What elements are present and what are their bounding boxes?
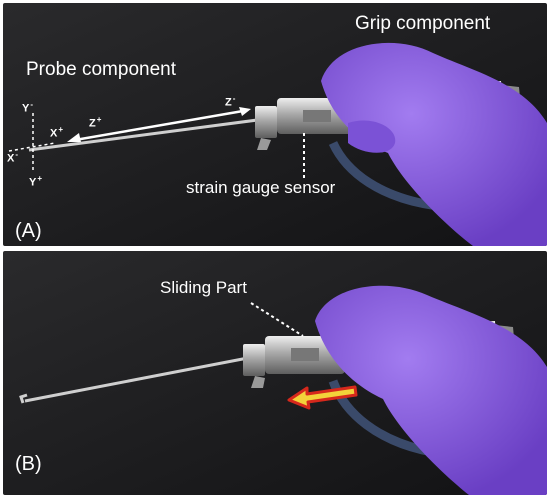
slide-direction-arrow xyxy=(287,385,358,410)
panel-b-tag: (B) xyxy=(15,453,42,475)
panel-a-photo: Probe component Grip component strain ga… xyxy=(3,3,547,246)
axis-z-minus-label: Z- xyxy=(225,94,236,109)
sliding-pointer-line xyxy=(250,302,304,337)
purple-glove xyxy=(315,285,547,495)
panel-a-scene xyxy=(3,3,547,246)
wing-nut xyxy=(257,138,271,150)
sliding-part-label: Sliding Part xyxy=(160,278,247,297)
probe-component-label: Probe component xyxy=(26,59,176,80)
panel-b-photo: Sliding Part (B) xyxy=(3,251,547,495)
axis-z-plus-label: Z+ xyxy=(89,115,102,130)
axis-x-plus-label: X+ xyxy=(50,125,64,140)
probe-rod xyxy=(28,117,266,152)
strain-gauge-sensor-label: strain gauge sensor xyxy=(186,178,336,197)
purple-glove xyxy=(321,42,547,246)
z-axis-arrow xyxy=(74,109,244,142)
probe-clamp xyxy=(255,106,277,138)
probe-clamp xyxy=(243,344,265,376)
x-axis-line xyxy=(8,142,56,152)
wing-nut xyxy=(251,376,265,388)
panel-a-tag: (A) xyxy=(15,220,42,242)
glove-thumb xyxy=(348,120,396,153)
sensor-slot xyxy=(303,110,331,122)
z-arrow-head-left xyxy=(67,133,81,142)
axis-y-minus-label: Y- xyxy=(22,100,34,115)
probe-hook-tip xyxy=(19,393,28,404)
sliding-slot xyxy=(291,348,319,361)
z-arrow-head-right xyxy=(239,107,251,116)
probe-rod xyxy=(24,355,254,403)
axis-x-minus-label: X- xyxy=(7,150,19,165)
panel-b-scene xyxy=(3,251,547,495)
axis-y-plus-label: Y+ xyxy=(29,174,43,189)
grip-component-label: Grip component xyxy=(355,13,491,34)
